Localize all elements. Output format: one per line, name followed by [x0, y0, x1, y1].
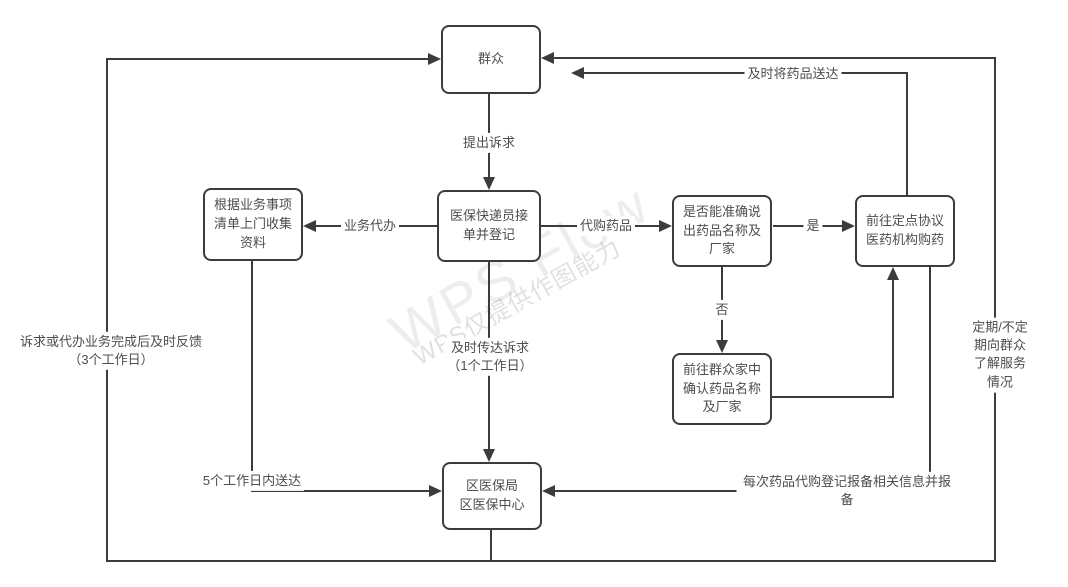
- edge-label-deliver-drugs: 及时将药品送达: [744, 63, 842, 85]
- edge-left-feedback-hline: [106, 58, 428, 60]
- edge-label-yes: 是: [803, 215, 823, 237]
- edge-deliver-drugs-arrowhead: [571, 67, 584, 79]
- edge-label-agency-service: 业务代办: [340, 215, 400, 237]
- edge-agency-service-arrowhead: [303, 220, 316, 232]
- node-medical-bureau: 区医保局 区医保中心: [442, 462, 542, 530]
- edge-deliver-5-days-hline: [251, 490, 430, 492]
- node-collect-materials: 根据业务事项 清单上门收集 资料: [203, 188, 303, 261]
- edge-deliver-5-days-arrowhead: [429, 485, 442, 497]
- edge-left-feedback-vline: [106, 58, 108, 561]
- edge-bottom-line: [106, 560, 996, 562]
- node-home-confirm: 前往群众家中 确认药品名称 及厂家: [672, 353, 772, 425]
- node-courier-register: 医保快递员接 单并登记: [437, 190, 541, 262]
- node-masses: 群众: [441, 25, 541, 94]
- edge-periodic-check-hline: [554, 57, 995, 59]
- edge-label-report-info: 每次药品代购登记报备相关信息并报备: [736, 471, 958, 511]
- edge-label-no: 否: [712, 299, 732, 321]
- edge-periodic-check-vline: [994, 57, 996, 561]
- edge-label-purchase-drugs: 代购药品: [576, 215, 636, 237]
- edge-report-info-vline: [929, 267, 931, 491]
- edge-label-deliver-5-days: 5个工作日内送达: [199, 470, 305, 492]
- edge-deliver-5-days-vline: [251, 261, 253, 491]
- edge-purchase-drugs-arrowhead: [659, 220, 672, 232]
- edge-raise-request-arrowhead: [483, 177, 495, 190]
- edge-label-convey-request: 及时传达诉求 （1个工作日）: [444, 337, 536, 377]
- edge-label-periodic-check: 定期/不定期向群众 了解服务情况: [966, 317, 1034, 393]
- edge-report-info-arrowhead: [542, 485, 555, 497]
- edge-label-feedback-3-days: 诉求或代办业务完成后及时反馈 （3个工作日）: [16, 331, 206, 371]
- edge-yes-arrowhead: [842, 220, 855, 232]
- edge-label-raise-request: 提出诉求: [459, 132, 519, 154]
- node-can-name-drug: 是否能准确说 出药品名称及 厂家: [672, 195, 772, 267]
- edge-home-confirm-to-pharmacy-vline: [892, 279, 894, 397]
- edge-convey-request-arrowhead: [483, 449, 495, 462]
- edge-home-confirm-to-pharmacy-hline: [772, 396, 894, 398]
- edge-home-confirm-to-pharmacy-arrowhead: [887, 267, 899, 280]
- node-pharmacy-purchase: 前往定点协议 医药机构购药: [855, 195, 955, 267]
- edge-left-feedback-arrowhead: [428, 53, 441, 65]
- edge-no-arrowhead: [716, 340, 728, 353]
- edge-deliver-drugs-vline: [906, 72, 908, 195]
- edge-bureau-down-line: [490, 530, 492, 561]
- edge-periodic-check-arrowhead: [541, 52, 554, 64]
